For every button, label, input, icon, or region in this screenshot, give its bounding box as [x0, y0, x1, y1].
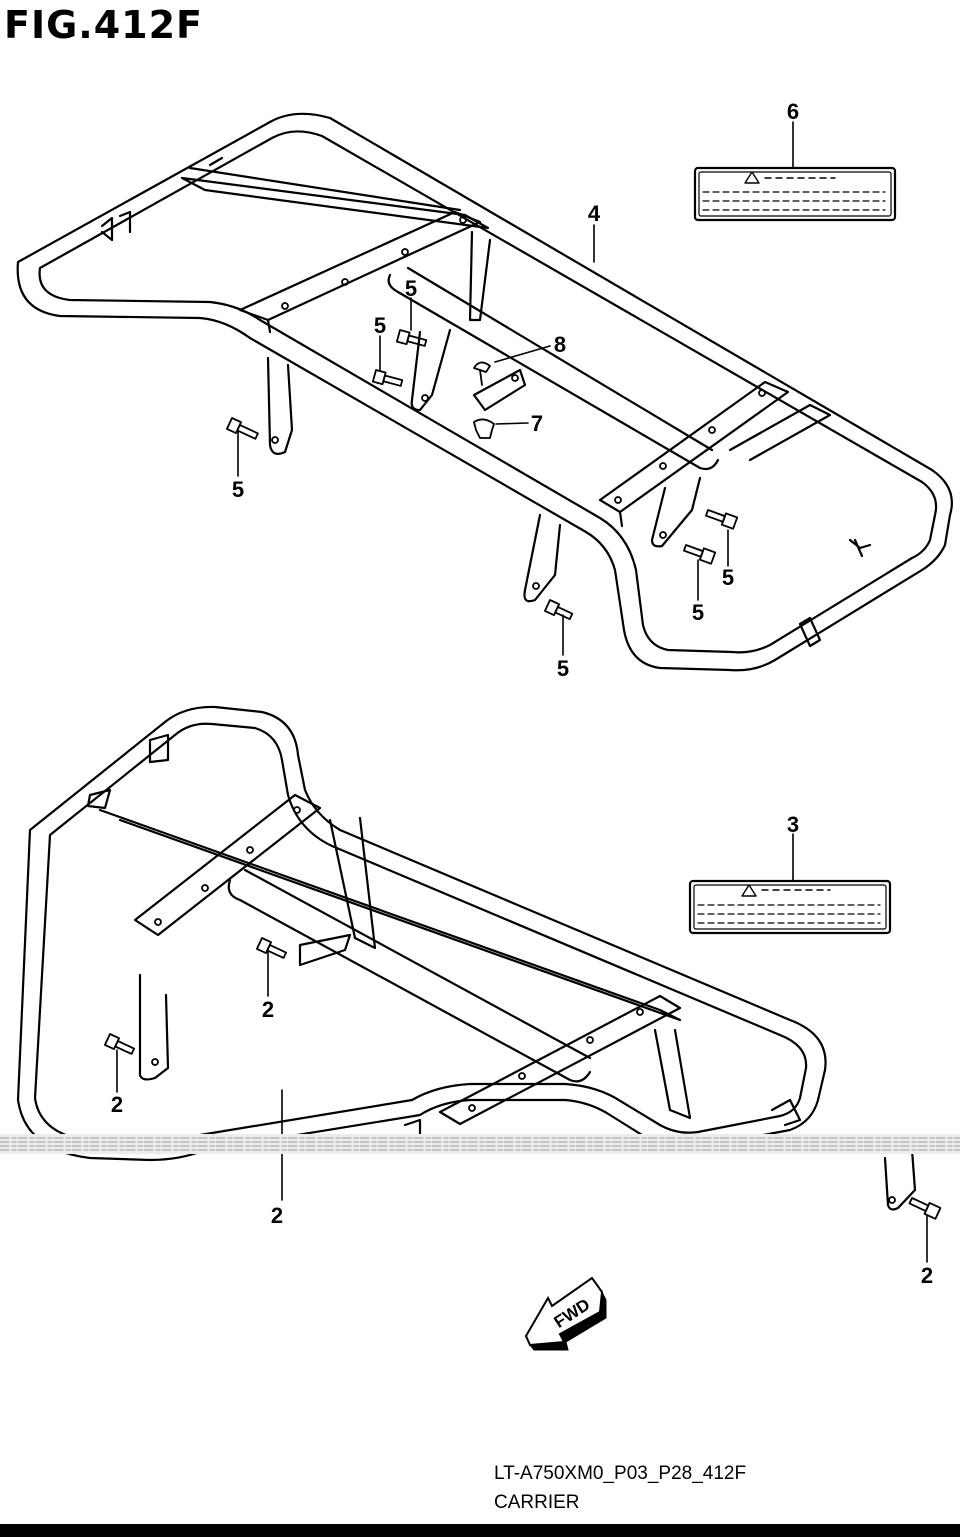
caution-label-6: [693, 166, 897, 222]
rear-carrier-frame: [16, 112, 953, 672]
callout-bolt-2: 2: [262, 997, 274, 1022]
carrier-mount-holes: [271, 216, 766, 590]
callout-bolt-5: 5: [722, 565, 734, 590]
callout-nut-7: 7: [531, 411, 543, 436]
drawing-name: CARRIER: [494, 1492, 580, 1513]
front-carrier-holes: [151, 806, 896, 1204]
callout-bolt-5: 5: [374, 313, 386, 338]
callout-carrier-4: 4: [588, 201, 601, 226]
callout-bolt-2: 2: [921, 1263, 933, 1288]
scan-noise-band: [0, 1134, 960, 1154]
caution-label-3: [688, 879, 892, 935]
bolts: [104, 329, 942, 1220]
callout-bolt-5: 5: [232, 477, 244, 502]
callout-label-6: 6: [787, 99, 799, 124]
callout-numbers: 6 4 5 5 8 7 5 5 5 5 3 2 2 2 2: [111, 99, 933, 1288]
callout-bolt-5: 5: [692, 600, 704, 625]
callout-label-3: 3: [787, 812, 799, 837]
figure-title: FIG.412F: [4, 3, 204, 47]
front-carrier-frame: [16, 705, 917, 1211]
callout-rivet-8: 8: [554, 332, 566, 357]
callout-bolt-5: 5: [405, 276, 417, 301]
drawing-code: LT-A750XM0_P03_P28_412F: [494, 1463, 747, 1484]
callout-bolt-5: 5: [557, 656, 569, 681]
callout-bolt-2: 2: [111, 1092, 123, 1117]
bottom-bar: [0, 1524, 960, 1537]
fwd-arrow-icon: FWD: [524, 1276, 607, 1351]
callout-bolt-2: 2: [271, 1203, 283, 1228]
